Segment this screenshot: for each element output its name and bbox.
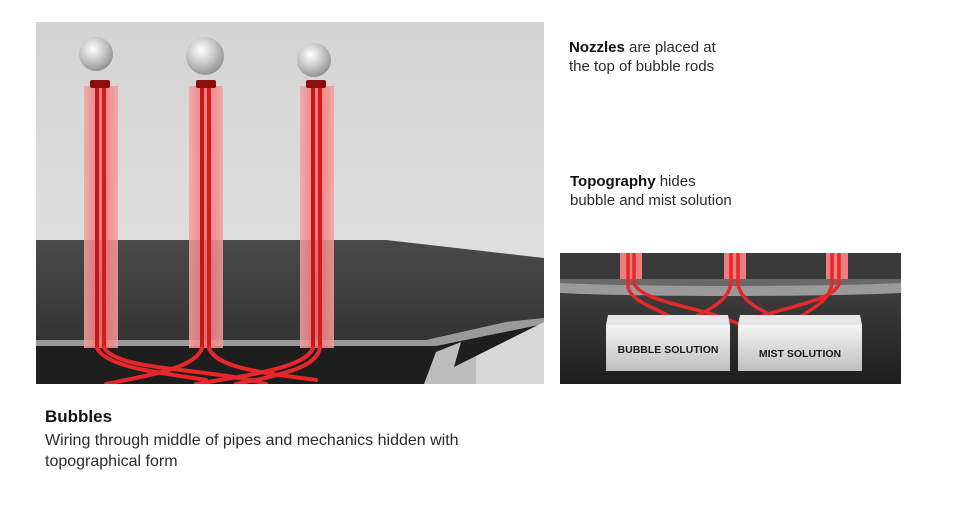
step-face	[476, 322, 544, 384]
topography-caption: Topography hides bubble and mist solutio…	[570, 172, 740, 210]
nozzles-caption: Nozzles are placed at the top of bubble …	[569, 38, 739, 76]
topography-render: BUBBLE SOLUTION MIST SOLUTION	[560, 253, 901, 384]
mist-solution-label: MIST SOLUTION	[759, 348, 841, 360]
nozzles-caption-bold: Nozzles	[569, 39, 625, 56]
bubble-solution-box: BUBBLE SOLUTION	[606, 315, 730, 371]
nozzles-caption-text: are placed at the top of bubble rods	[569, 39, 716, 75]
bubble-solution-label: BUBBLE SOLUTION	[618, 344, 719, 356]
bubble-1	[79, 37, 113, 71]
mist-solution-box: MIST SOLUTION	[738, 315, 862, 371]
bubble-rods-render	[36, 22, 544, 384]
bubbles-description: Wiring through middle of pipes and mecha…	[45, 432, 459, 470]
floor-wiring	[95, 346, 322, 384]
bubbles-title: Bubbles	[45, 407, 113, 426]
bubble-3	[297, 43, 331, 77]
rod-2	[189, 80, 223, 348]
topography-caption-bold: Topography	[570, 173, 656, 190]
step-block	[424, 342, 476, 384]
topography-caption-text: hides bubble and mist solution	[570, 173, 732, 209]
bubble-2	[186, 37, 224, 75]
rod-1	[84, 80, 118, 348]
rod-3	[300, 80, 334, 348]
